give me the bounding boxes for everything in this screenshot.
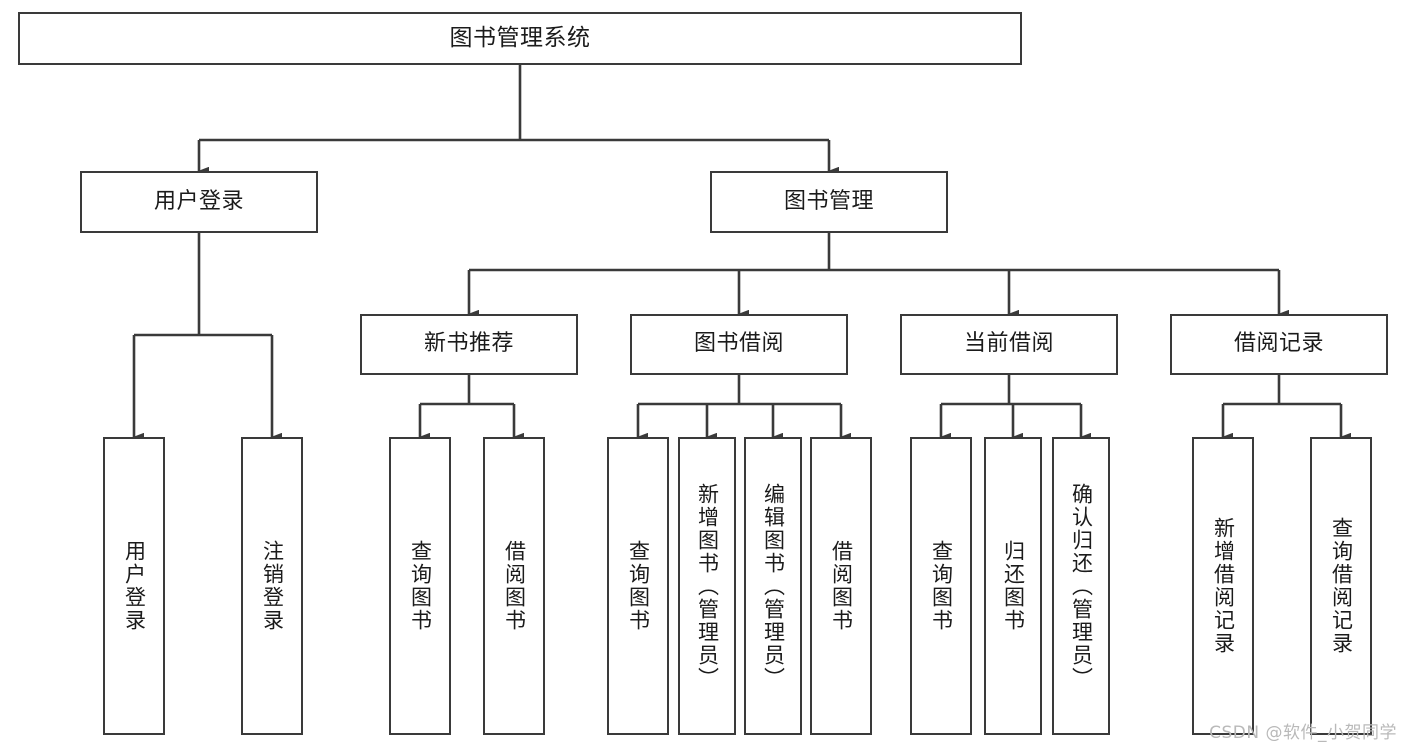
node-l4-c-return[interactable]: 归还图书 [984, 437, 1042, 735]
node-label: 新书推荐 [423, 331, 514, 357]
node-l4-r-add[interactable]: 新增借阅记录 [1192, 437, 1254, 735]
node-label: 查询借阅记录 [1329, 517, 1354, 655]
node-l3-borrow[interactable]: 图书借阅 [630, 314, 848, 375]
node-l3-record[interactable]: 借阅记录 [1170, 314, 1388, 375]
node-l4-user-logout[interactable]: 注销登录 [241, 437, 303, 735]
node-label: 查询图书 [626, 540, 651, 632]
node-label: 用户登录 [153, 188, 244, 214]
node-l4-b-edit[interactable]: 编辑图书（管理员） [744, 437, 802, 735]
node-label: 新增图书（管理员） [695, 482, 720, 690]
node-l4-user-login[interactable]: 用户登录 [103, 437, 165, 735]
node-l4-b-lend[interactable]: 借阅图书 [810, 437, 872, 735]
node-label: 新增借阅记录 [1211, 517, 1236, 655]
node-label: 借阅图书 [829, 540, 854, 632]
node-label: 确认归还（管理员） [1069, 482, 1094, 690]
node-label: 查询图书 [408, 540, 433, 632]
node-l2-user[interactable]: 用户登录 [80, 171, 318, 233]
node-l2-book[interactable]: 图书管理 [710, 171, 948, 233]
node-label: 编辑图书（管理员） [761, 482, 786, 690]
node-label: 用户登录 [122, 540, 147, 632]
node-l4-c-confirm[interactable]: 确认归还（管理员） [1052, 437, 1110, 735]
node-l4-r-query[interactable]: 查询借阅记录 [1310, 437, 1372, 735]
node-root[interactable]: 图书管理系统 [18, 12, 1022, 65]
node-label: 归还图书 [1001, 540, 1026, 632]
node-label: 图书借阅 [693, 331, 784, 357]
node-label: 图书管理 [783, 188, 874, 214]
node-label: 借阅图书 [502, 540, 527, 632]
node-label: 图书管理系统 [449, 24, 591, 51]
node-label: 借阅记录 [1233, 331, 1324, 357]
node-l3-current[interactable]: 当前借阅 [900, 314, 1118, 375]
node-l3-new[interactable]: 新书推荐 [360, 314, 578, 375]
node-label: 注销登录 [260, 540, 285, 632]
node-l4-b-query[interactable]: 查询图书 [607, 437, 669, 735]
node-l4-b-add[interactable]: 新增图书（管理员） [678, 437, 736, 735]
node-l4-c-query[interactable]: 查询图书 [910, 437, 972, 735]
node-label: 当前借阅 [963, 331, 1054, 357]
node-label: 查询图书 [929, 540, 954, 632]
node-l4-new-borrow[interactable]: 借阅图书 [483, 437, 545, 735]
node-l4-new-query[interactable]: 查询图书 [389, 437, 451, 735]
watermark-label: CSDN @软件_小贺同学 [1209, 723, 1397, 743]
